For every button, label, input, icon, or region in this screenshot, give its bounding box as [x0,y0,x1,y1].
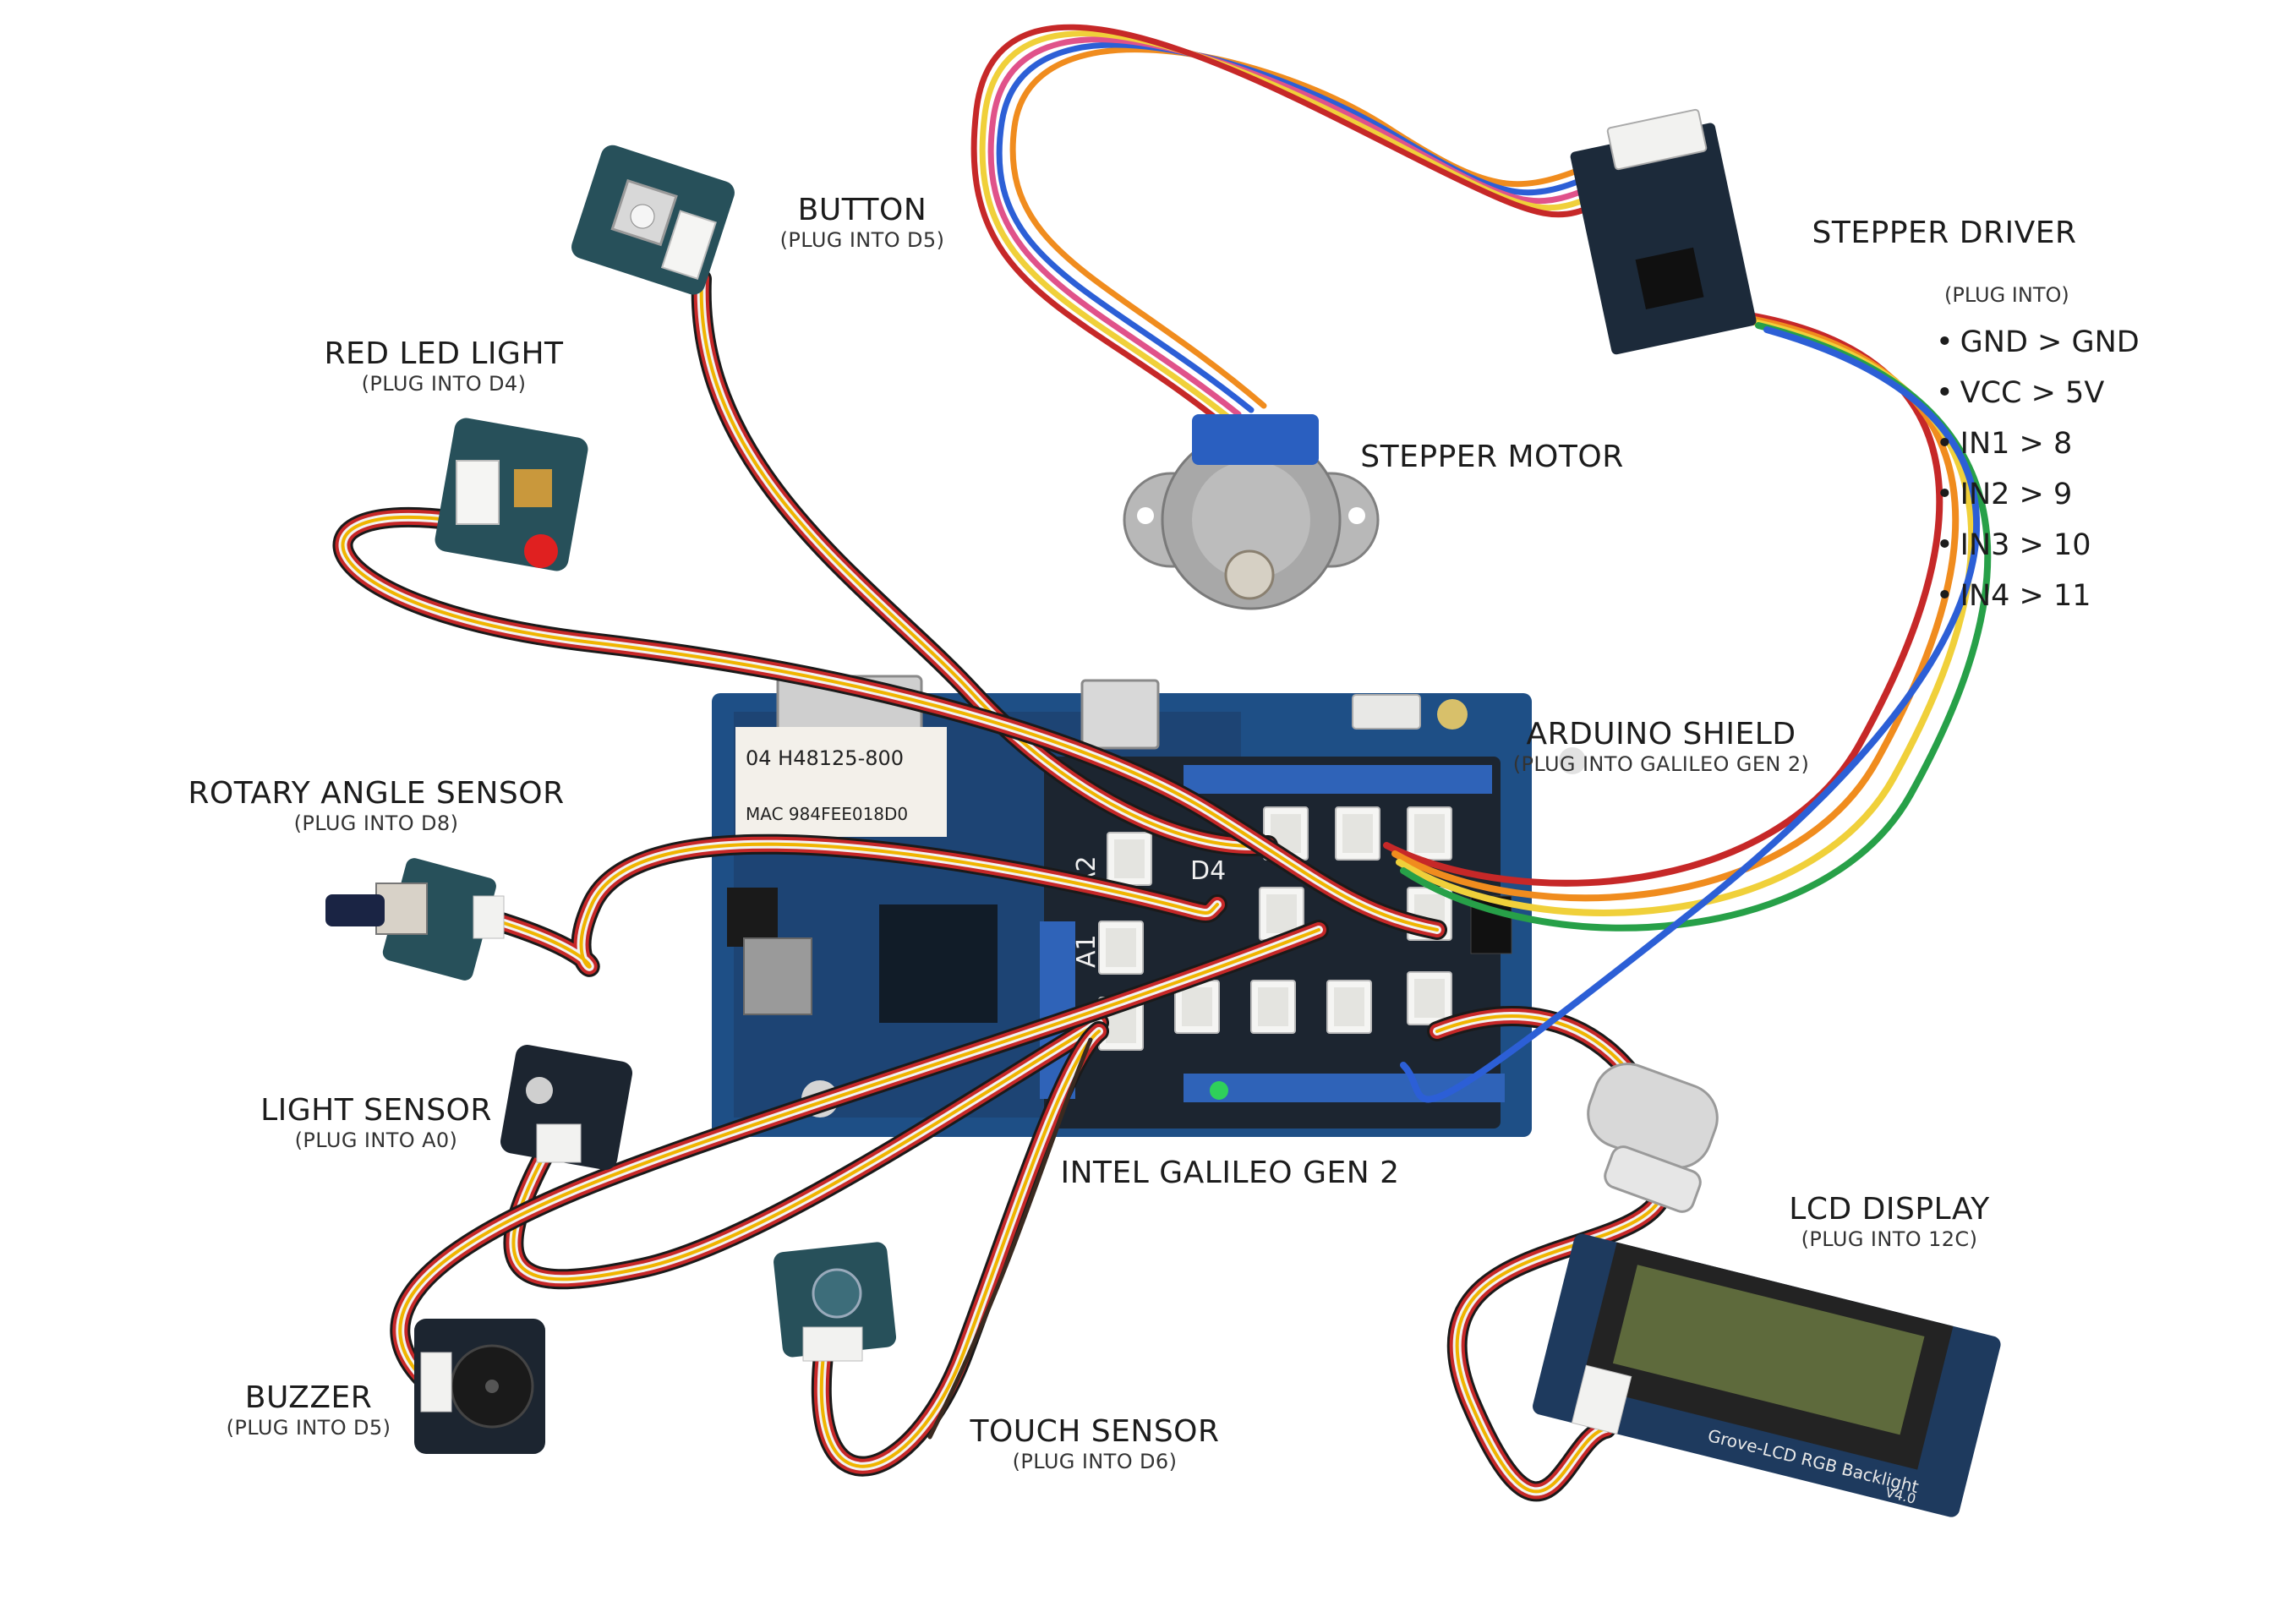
board-part-number: 04 H48125-800 [746,746,904,770]
button-module [568,142,737,298]
label-rotary-title: ROTARY ANGLE SENSOR [165,776,588,811]
label-red-led-sub: (PLUG INTO D4) [292,373,596,396]
ferrite-core [1578,1054,1726,1215]
label-red-led-title: RED LED LIGHT [292,336,596,371]
led-bulb [524,534,558,568]
port-label-d4: D4 [1190,856,1226,886]
pin-vcc: VCC > 5V [1936,368,2140,418]
light-sensor-module [499,1043,634,1172]
rotary-knob [325,894,385,926]
pin-in3: IN3 > 10 [1936,520,2140,571]
sd-slot [744,938,812,1014]
label-button-sub: (PLUG INTO D5) [761,229,964,253]
label-stepper-driver: STEPPER DRIVER [1784,216,2105,250]
stepper-driver-sub: (PLUG INTO) [1944,283,2140,307]
label-light-sensor: LIGHT SENSOR (PLUG INTO A0) [241,1093,511,1153]
label-lcd: LCD DISPLAY (PLUG INTO 12C) [1754,1192,2025,1252]
power-led [1210,1081,1228,1100]
label-stepper-motor-title: STEPPER MOTOR [1327,440,1657,474]
label-button: BUTTON (PLUG INTO D5) [761,193,964,253]
stepper-driver-module [1570,109,1758,355]
label-buzzer-title: BUZZER [203,1380,414,1415]
red-led-module [433,416,589,572]
pin-in1: IN1 > 8 [1936,418,2140,469]
label-lcd-sub: (PLUG INTO 12C) [1754,1228,2025,1252]
pin-in4: IN4 > 11 [1936,571,2140,621]
label-touch-sub: (PLUG INTO D6) [951,1451,1238,1474]
rotary-sensor-module [325,856,504,982]
label-lcd-title: LCD DISPLAY [1754,1192,2025,1227]
processor-chip [879,904,998,1023]
label-arduino-shield-sub: (PLUG INTO GALILEO GEN 2) [1496,753,1826,777]
stepper-driver-pin-list: (PLUG INTO) GND > GND VCC > 5V IN1 > 8 I… [1936,283,2140,621]
label-arduino-shield-title: ARDUINO SHIELD [1496,717,1826,751]
label-red-led: RED LED LIGHT (PLUG INTO D4) [292,336,596,396]
label-button-title: BUTTON [761,193,964,227]
label-galileo: INTEL GALILEO GEN 2 [1048,1156,1412,1190]
label-touch-title: TOUCH SENSOR [951,1414,1238,1449]
port-label-a1: A1 [1072,934,1102,968]
label-light-sensor-sub: (PLUG INTO A0) [241,1129,511,1153]
board-mac-label: MAC 984FEE018D0 [746,804,908,824]
touch-sensor-module [773,1241,897,1361]
pin-gnd: GND > GND [1936,317,2140,368]
label-galileo-title: INTEL GALILEO GEN 2 [1048,1156,1412,1190]
lcd-module: Grove-LCD RGB Backlight V4.0 [1531,1232,2003,1519]
label-arduino-shield: ARDUINO SHIELD (PLUG INTO GALILEO GEN 2) [1496,717,1826,777]
label-light-sensor-title: LIGHT SENSOR [241,1093,511,1128]
label-buzzer: BUZZER (PLUG INTO D5) [203,1380,414,1440]
usb-port [1082,680,1158,748]
label-touch: TOUCH SENSOR (PLUG INTO D6) [951,1414,1238,1474]
label-buzzer-sub: (PLUG INTO D5) [203,1417,414,1440]
label-rotary-sub: (PLUG INTO D8) [165,812,588,836]
pin-in2: IN2 > 9 [1936,469,2140,520]
label-stepper-driver-title: STEPPER DRIVER [1784,216,2105,250]
buzzer-module [414,1319,545,1454]
label-rotary: ROTARY ANGLE SENSOR (PLUG INTO D8) [165,776,588,836]
motor-wires [974,27,1640,423]
label-stepper-motor: STEPPER MOTOR [1327,440,1657,474]
